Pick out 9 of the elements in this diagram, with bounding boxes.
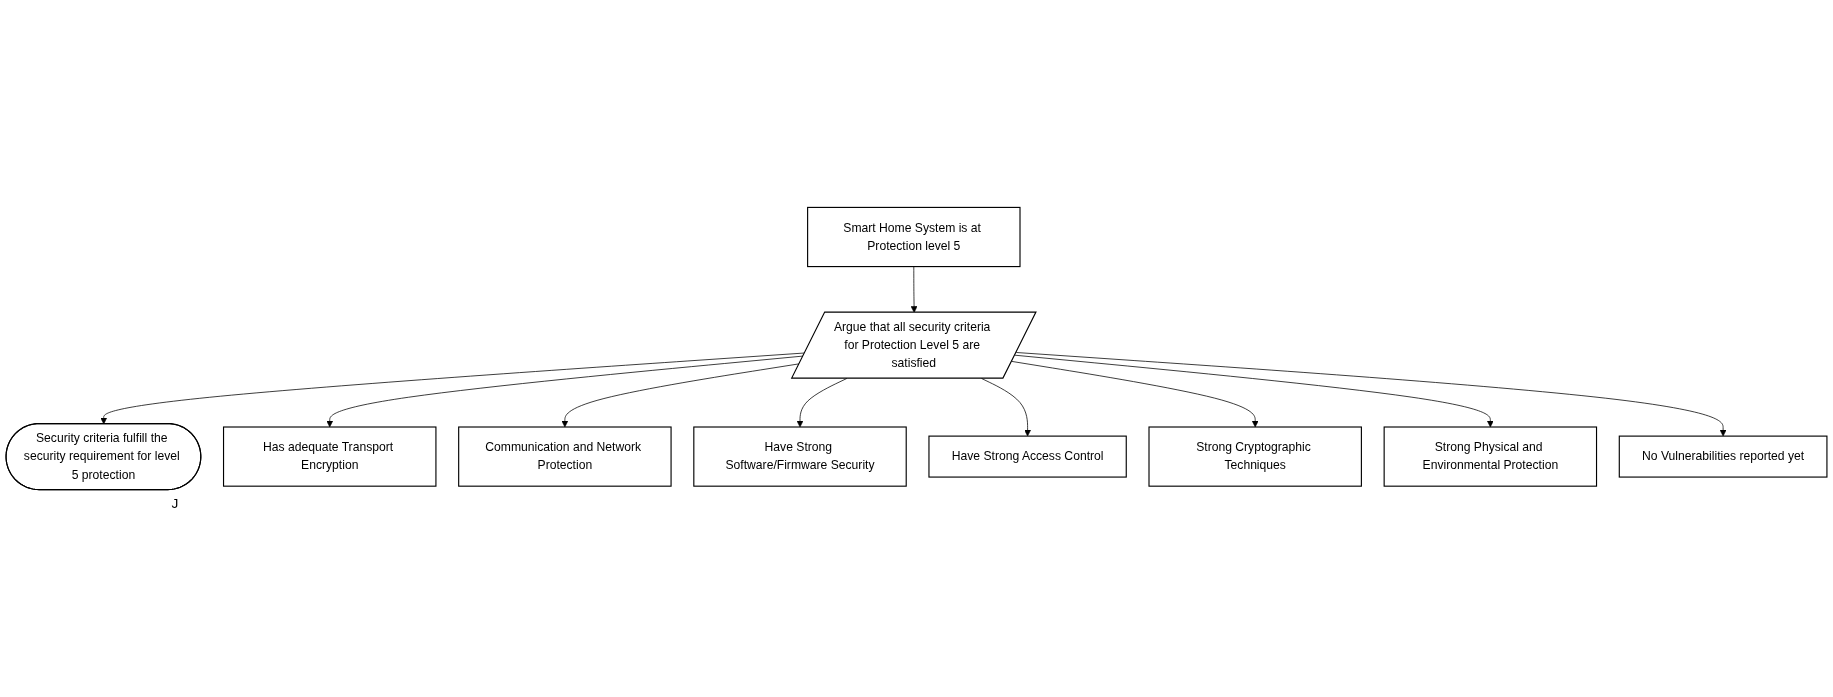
node-box: Has adequate Transport Encryption (222, 426, 437, 487)
node-box: Strong Physical and Environmental Protection (1383, 426, 1598, 487)
node-box: Have Strong Software/Firmware Security (693, 426, 907, 487)
node-box: No Vulnerabilities reported yet (1618, 435, 1828, 478)
node-box: Have Strong Access Control (928, 435, 1127, 478)
justification-marker: J (171, 495, 179, 511)
node-box: Communication and Network Protection (458, 426, 672, 487)
node-box: Strong Cryptographic Techniques (1148, 426, 1362, 487)
node-box: Smart Home System is at Protection level 5 (807, 206, 1021, 268)
